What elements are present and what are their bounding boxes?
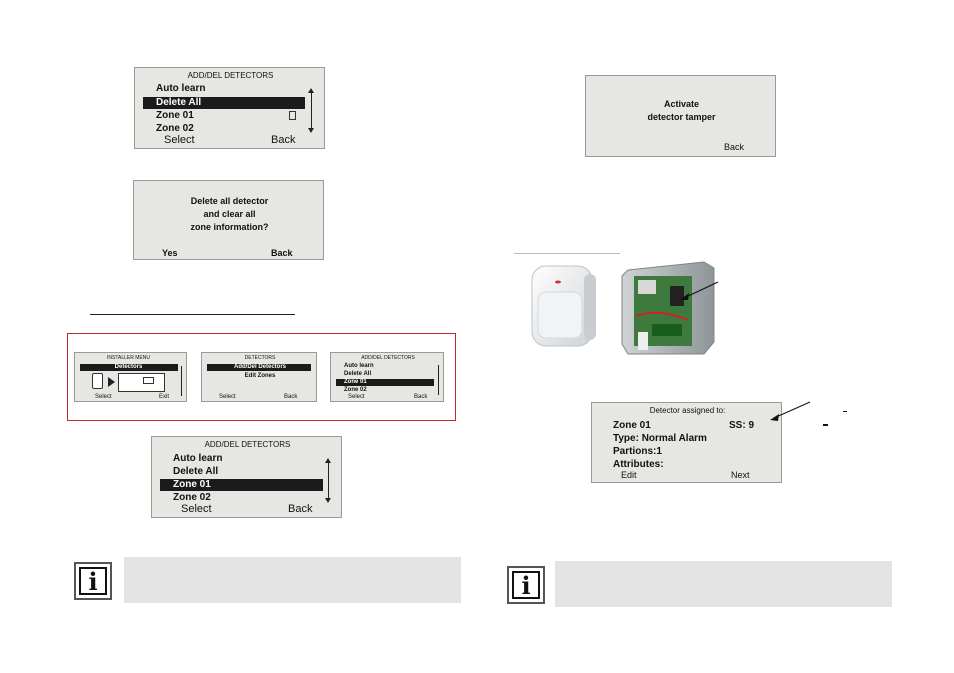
detector-icon [289,111,296,120]
menu-item-edit-zones[interactable]: Edit Zones [244,373,276,379]
section-divider [90,314,295,315]
menu-item-delete-all[interactable]: Delete All [173,466,219,477]
menu-item-delete-all[interactable]: Delete All [156,97,202,108]
lcd-title: ADD/DEL DETECTORS [361,355,415,361]
lcd-delete-confirm: Delete all detector and clear all zone i… [133,180,324,260]
detector-photo [518,258,748,358]
scroll-down-icon [325,498,331,503]
detector-attributes: Attributes: [613,459,664,470]
menu-item-zone-02[interactable]: Zone 02 [173,492,211,503]
softkey-select[interactable]: Select [164,134,195,146]
confirm-line-3: zone information? [190,222,269,232]
scroll-down-icon [308,128,314,133]
menu-item-add-del-detectors[interactable]: Add/Del Detectors [233,364,286,370]
lcd-add-del-detectors-1: ADD/DEL DETECTORS Auto learn Delete All … [134,67,325,149]
dash-mark [823,424,828,426]
detector-icon [92,373,103,389]
lcd-installer-menu: INSTALLER MENU Detectors Select Exit [74,352,187,402]
softkey-back[interactable]: Back [414,394,428,400]
softkey-back[interactable]: Back [271,248,293,258]
scroll-track [311,93,312,128]
scroll-track [328,463,329,498]
assigned-title: Detector assigned to: [649,406,726,415]
softkey-back[interactable]: Back [288,503,313,515]
menu-item-zone-01[interactable]: Zone 01 [344,379,367,385]
note-box-right [555,561,892,607]
selection-bar [160,479,323,491]
keypad-icon [118,373,165,392]
lcd-add-del-detectors-2: ADD/DEL DETECTORS Auto learn Delete All … [151,436,342,518]
info-icon: i [74,562,112,600]
lcd-title: ADD/DEL DETECTORS [187,71,274,80]
softkey-edit[interactable]: Edit [621,470,637,480]
softkey-select[interactable]: Select [181,503,212,515]
menu-item-delete-all[interactable]: Delete All [344,371,372,377]
softkey-select[interactable]: Select [95,394,112,400]
dash-mark [843,411,847,412]
detector-type: Type: Normal Alarm [613,433,707,444]
selection-bar [336,379,434,386]
scroll-up-icon [308,88,314,93]
scroll-track [438,365,439,395]
signal-strength: SS: 9 [729,420,755,431]
softkey-back[interactable]: Back [724,142,745,152]
assigned-zone: Zone 01 [613,420,651,431]
selection-bar [207,364,311,371]
info-icon: i [507,566,545,604]
lcd-detectors-menu: DETECTORS Add/Del Detectors Edit Zones S… [201,352,317,402]
menu-item-auto-learn[interactable]: Auto learn [173,453,223,464]
menu-item-auto-learn[interactable]: Auto learn [156,83,206,94]
lcd-add-del-detectors-small: ADD/DEL DETECTORS Auto learn Delete All … [330,352,444,402]
scroll-up-icon [325,458,331,463]
lcd-title: DETECTORS [244,355,276,361]
note-box-left [124,557,461,603]
softkey-exit[interactable]: Exit [159,394,170,400]
divider [514,253,620,254]
tamper-line-1: Activate [663,99,699,109]
softkey-next[interactable]: Next [731,470,750,480]
scroll-track [181,366,182,396]
lcd-title: ADD/DEL DETECTORS [204,440,291,449]
confirm-line-2: and clear all [203,209,256,219]
menu-item-zone-02[interactable]: Zone 02 [344,387,367,393]
menu-item-zone-01[interactable]: Zone 01 [156,110,194,121]
lcd-title: INSTALLER MENU [107,355,150,361]
detector-partitions: Partions:1 [613,446,662,457]
confirm-line-1: Delete all detector [190,196,269,206]
softkey-back[interactable]: Back [284,394,298,400]
softkey-back[interactable]: Back [271,134,296,146]
softkey-select[interactable]: Select [219,394,236,400]
selection-bar [143,97,305,109]
menu-item-zone-02[interactable]: Zone 02 [156,123,194,134]
softkey-yes[interactable]: Yes [162,248,178,258]
menu-item-detectors[interactable]: Detectors [114,364,143,370]
menu-item-auto-learn[interactable]: Auto learn [344,363,374,369]
lcd-detector-assigned: Detector assigned to: Zone 01 SS: 9 Type… [591,402,782,483]
tamper-arrow [680,281,719,300]
signal-arrow [770,401,811,421]
menu-flow-frame [67,333,456,421]
tamper-line-2: detector tamper [647,112,716,122]
menu-item-zone-01[interactable]: Zone 01 [173,479,211,490]
arrow-right-icon [108,377,115,387]
lcd-activate-tamper: Activate detector tamper Back [585,75,776,157]
selection-bar [80,364,178,371]
softkey-select[interactable]: Select [348,394,365,400]
